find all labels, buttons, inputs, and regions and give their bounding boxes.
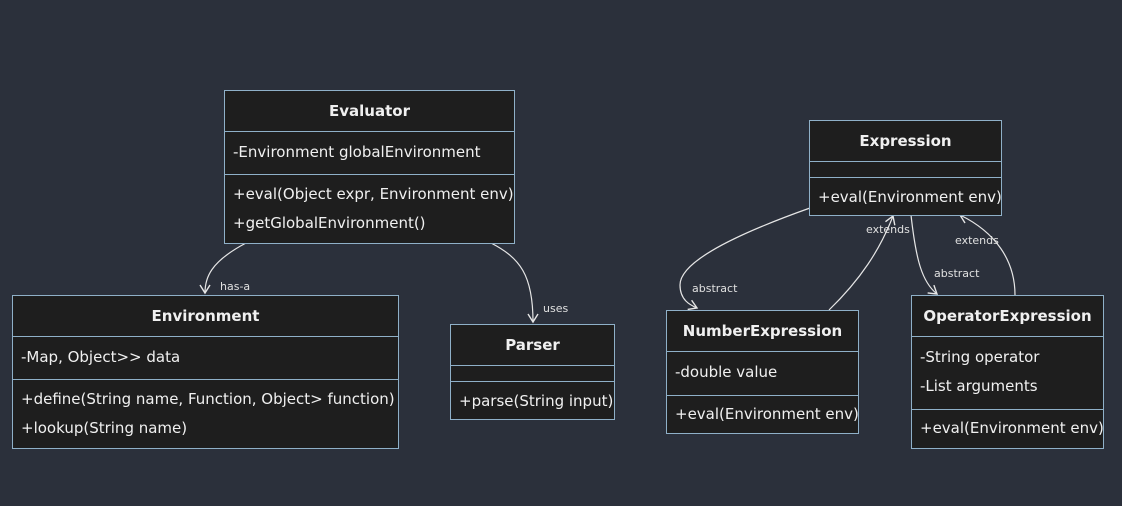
attributes-section: -Map, Object>> data: [13, 337, 398, 380]
label-abstract-operator: abstract: [934, 267, 980, 280]
method: +eval(Environment env): [675, 405, 859, 423]
class-number-expression: NumberExpression -double value +eval(Env…: [666, 310, 859, 434]
label-has-a: has-a: [220, 280, 250, 293]
attribute: -Map, Object>> data: [21, 348, 181, 366]
attributes-section: -double value: [667, 352, 858, 396]
method: +getGlobalEnvironment(): [233, 214, 426, 232]
methods-section: +eval(Environment env): [810, 178, 1002, 212]
attributes-section: -Environment globalEnvironment: [225, 132, 514, 175]
class-evaluator: Evaluator -Environment globalEnvironment…: [224, 90, 515, 244]
class-parser: Parser +parse(String input): [450, 324, 615, 420]
edge-has-a: [199, 242, 247, 295]
method: +parse(String input): [459, 392, 614, 410]
method: +eval(Object expr, Environment env): [233, 185, 514, 203]
attributes-section: -String operator -List arguments: [912, 337, 1103, 410]
class-expression: Expression +eval(Environment env): [809, 120, 1002, 216]
attributes-section: [451, 366, 614, 382]
methods-section: +eval(Environment env): [912, 410, 1104, 443]
label-extends-operator: extends: [955, 234, 999, 247]
method: +define(String name, Function, Object> f…: [21, 390, 395, 408]
edge-extends-operator: [958, 213, 1016, 296]
label-abstract-number: abstract: [692, 282, 738, 295]
class-title: Environment: [13, 296, 398, 337]
edge-abstract-number: [679, 207, 811, 311]
class-operator-expression: OperatorExpression -String operator -Lis…: [911, 295, 1104, 449]
method: +lookup(String name): [21, 419, 188, 437]
methods-section: +eval(Object expr, Environment env) +get…: [225, 175, 514, 238]
label-extends-number: extends: [866, 223, 910, 236]
label-uses: uses: [543, 302, 568, 315]
methods-section: +eval(Environment env): [667, 396, 859, 429]
edge-abstract-operator: [910, 214, 939, 295]
method: +eval(Environment env): [920, 419, 1104, 437]
attributes-section: [810, 162, 1001, 178]
class-title: Parser: [451, 325, 614, 366]
attribute: -String operator: [920, 348, 1040, 366]
attribute: -Environment globalEnvironment: [233, 143, 481, 161]
class-environment: Environment -Map, Object>> data +define(…: [12, 295, 399, 449]
edge-uses: [490, 242, 539, 324]
class-title: NumberExpression: [667, 311, 858, 352]
class-title: Expression: [810, 121, 1001, 162]
method: +eval(Environment env): [818, 188, 1002, 206]
attribute: -double value: [675, 363, 778, 381]
methods-section: +define(String name, Function, Object> f…: [13, 380, 398, 443]
class-title: OperatorExpression: [912, 296, 1103, 337]
attribute: -List arguments: [920, 377, 1038, 395]
methods-section: +parse(String input): [451, 382, 614, 416]
edge-extends-number: [828, 214, 896, 311]
class-title: Evaluator: [225, 91, 514, 132]
